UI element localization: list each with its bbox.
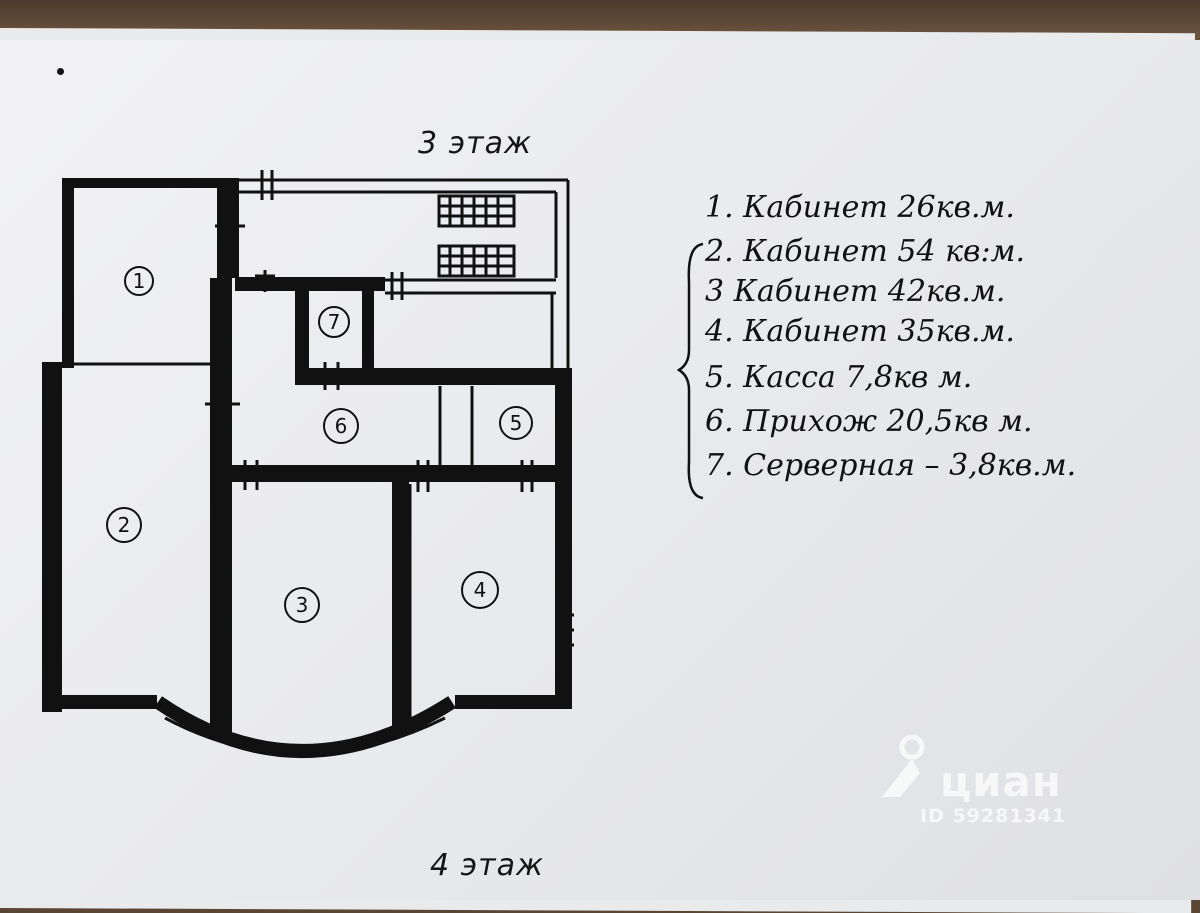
wall-corridor-left: [210, 278, 232, 733]
legend-item-5: 5. Касса 7,8кв м.: [705, 360, 973, 395]
room-5-marker: [499, 406, 533, 440]
watermark-id: ID 59281341: [920, 805, 1067, 827]
curved-bay-wall: [154, 696, 456, 758]
room-6-number: 6: [335, 414, 348, 438]
legend-item-1: 1. Кабинет 26кв.м.: [705, 190, 1015, 225]
wall-right-lower: [555, 368, 572, 709]
room-area-legend: 1. Кабинет 26кв.м. 2. Кабинет 54 кв:м. 3…: [677, 190, 1175, 530]
room-3-number: 3: [296, 593, 309, 617]
wall-room7-left: [295, 291, 309, 381]
wall-left-upper: [62, 178, 74, 368]
wall-rooms-top: [232, 465, 557, 482]
room-7-marker: [318, 306, 350, 338]
wall-room3-4: [392, 478, 409, 728]
door-markers: [205, 170, 574, 647]
legend-item-3: 3 Кабинет 42кв.м.: [705, 274, 1006, 309]
location-pin-icon: [882, 735, 925, 797]
room-2-number: 2: [118, 513, 131, 537]
wall-room5-top: [295, 368, 557, 385]
ink-dot: [57, 68, 64, 75]
legend-item-4: 4. Кабинет 35кв.м.: [705, 314, 1015, 349]
room-4-number: 4: [474, 578, 487, 602]
room-7-number: 7: [328, 310, 341, 334]
room-4-marker: [461, 571, 499, 609]
room-1-number: 1: [133, 269, 146, 293]
legend-item-7: 7. Серверная – 3,8кв.м.: [705, 448, 1077, 483]
curly-brace: [677, 242, 704, 500]
watermark-brand: циан: [940, 757, 1062, 806]
wall-room7-right: [362, 291, 374, 381]
wall-top-room1: [62, 178, 222, 188]
staircase-lower: [437, 244, 516, 278]
legend-item-2: 2. Кабинет 54 кв:м.: [705, 234, 1025, 269]
room-2-marker: [106, 507, 142, 543]
legend-item-6: 6. Прихож 20,5кв м.: [705, 404, 1033, 439]
wall-left-lower: [42, 362, 62, 712]
room-6-marker: [323, 408, 359, 444]
wall-stair-bottom: [235, 277, 385, 291]
room-3-marker: [284, 587, 320, 623]
staircase-upper: [437, 194, 516, 228]
room-1-marker: [124, 266, 154, 296]
floor-title-top: 3 этаж: [418, 126, 532, 161]
floor-title-bottom: 4 этаж: [430, 848, 544, 883]
room-5-number: 5: [510, 411, 523, 435]
